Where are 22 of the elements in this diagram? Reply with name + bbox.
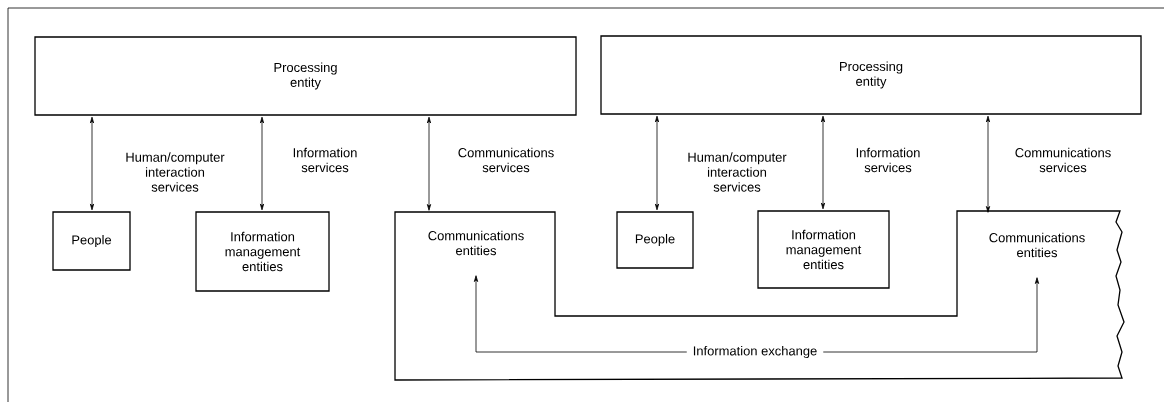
arrow [820,115,826,210]
edge-label: Human/computer interaction services [126,152,225,192]
edge-label: Human/computer interaction services [688,152,787,192]
edge-label: Communications services [1015,147,1111,173]
arrow [426,116,432,211]
entity-box: People [52,211,131,271]
edge-label: Information services [293,147,357,173]
entity-box: People [616,211,694,269]
process-box: Processing entity [34,36,577,116]
edge-label: Information services [856,147,920,173]
arrow [985,115,991,213]
entity-label: Communications entities [989,232,1085,258]
arrow [654,115,660,211]
entity-box: Information management entities [195,211,330,292]
network-outline [394,210,1125,381]
entity-label: Communications entities [428,230,524,256]
arrow [89,116,95,211]
process-box: Processing entity [600,35,1142,115]
edge-label: Communications services [458,147,554,173]
edge-label: Information exchange [686,344,824,360]
entity-box: Information management entities [757,210,890,289]
arrow [259,116,265,211]
